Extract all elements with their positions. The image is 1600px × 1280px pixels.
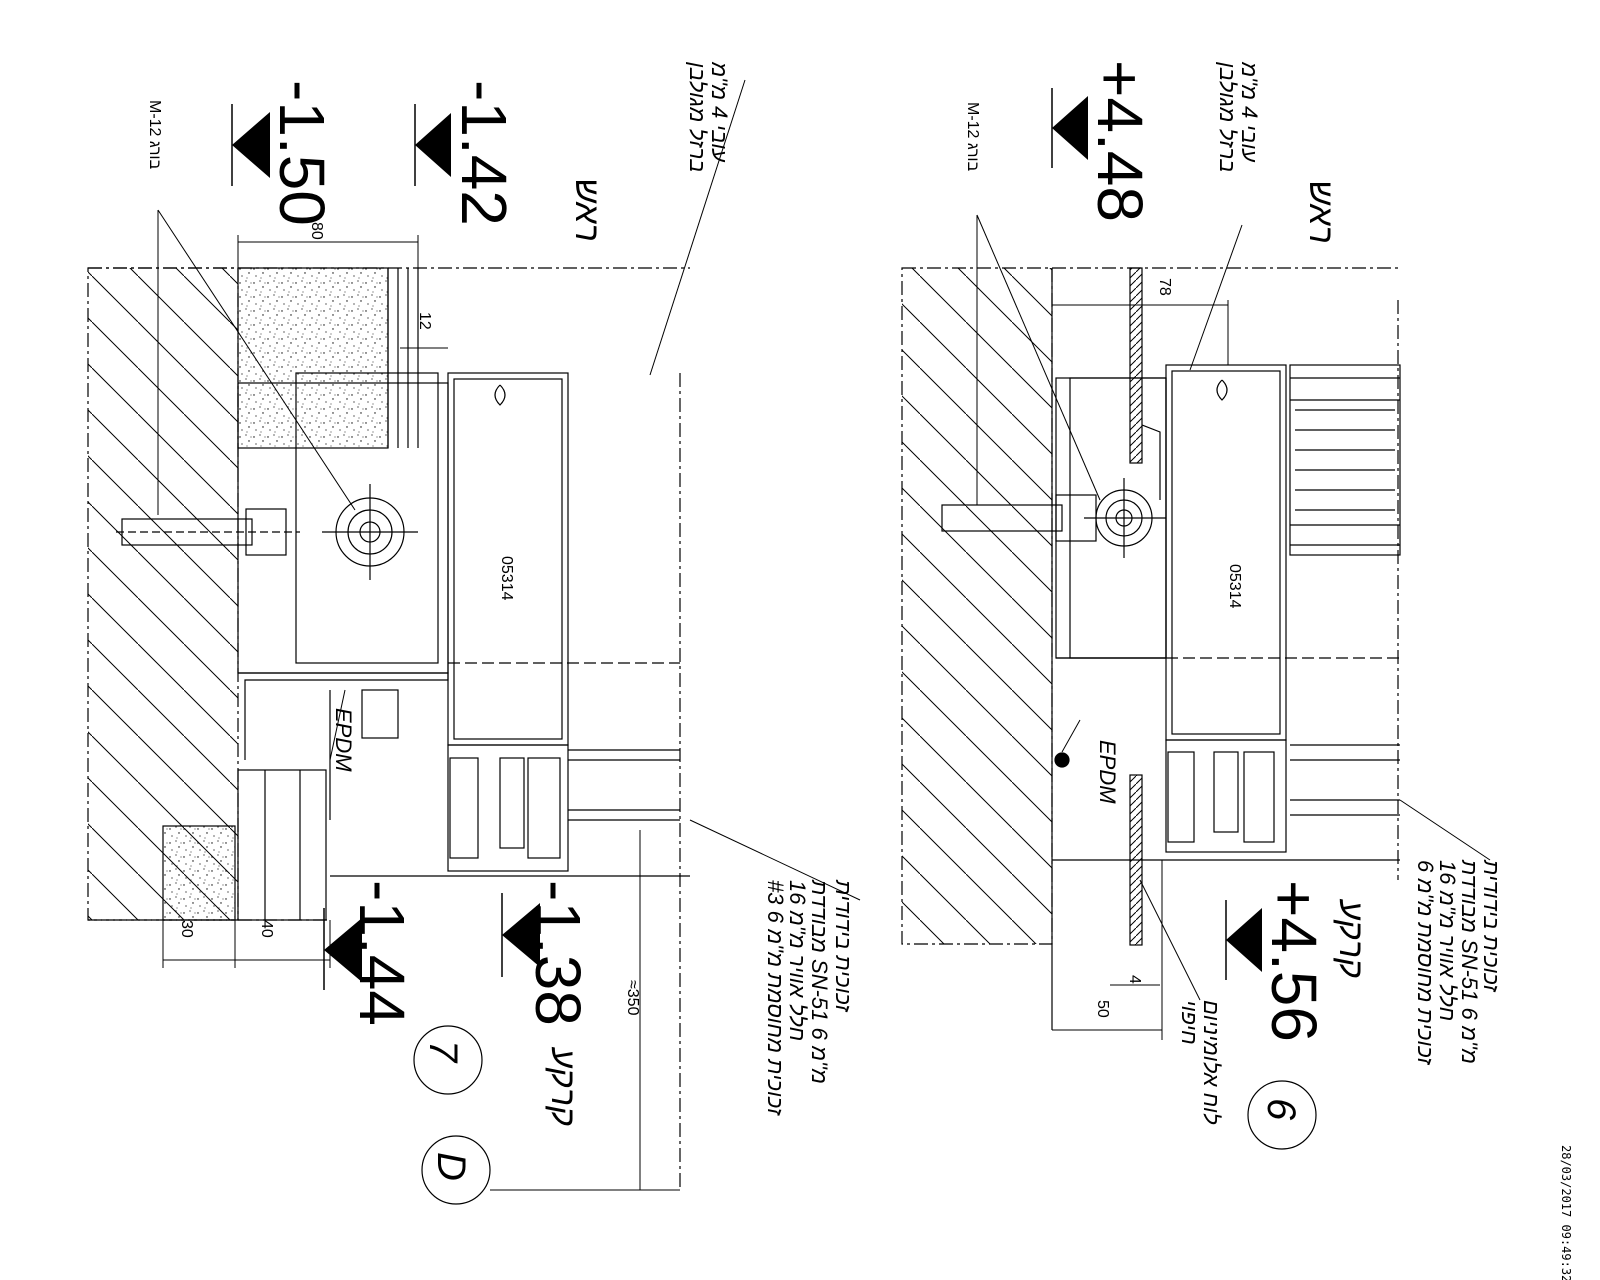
detail-7-bubble xyxy=(413,1025,483,1095)
insulation-top xyxy=(237,267,419,449)
sill-label-right: קרקע xyxy=(1332,898,1370,978)
level-markers-detail-7 xyxy=(232,112,540,982)
insulation-bottom xyxy=(162,825,236,921)
anchor-label-left: M-12 בורג xyxy=(146,100,163,170)
anchor-bolt-2 xyxy=(941,478,1166,558)
level-minus-1-42: -1.42 xyxy=(448,80,520,226)
dim-350: ≈350 xyxy=(624,980,641,1016)
glass-note-3-left: חלל אוויר מ"מ 16 xyxy=(785,880,810,1041)
panel-note-2-right: חיפוי xyxy=(1177,1000,1202,1045)
sill-block xyxy=(237,769,327,921)
glass-note-1-left: זכוכית בידודית xyxy=(831,879,856,1012)
detail-6-number: 6 xyxy=(1259,1098,1303,1121)
top-label-1-left: ברזל מגולבן xyxy=(685,61,710,172)
profile-code-left: 05314 xyxy=(498,556,515,601)
leaders-detail-6 xyxy=(976,214,1491,1001)
detail-6 xyxy=(901,88,1491,1150)
epdm-bead xyxy=(1054,752,1070,768)
dim-78: 78 xyxy=(1156,278,1173,296)
glass-note-2-left: מבודדת SN-51 מ"מ 6 xyxy=(807,879,832,1084)
panel-note-1-right: לוח אלומיניום xyxy=(1199,1000,1224,1125)
top-label-1-right: ברזל מגולבן xyxy=(1215,61,1240,172)
dimensions-detail-7 xyxy=(162,235,680,1191)
dimensions-detail-6 xyxy=(1052,300,1229,1040)
dim-50: 50 xyxy=(1094,1000,1111,1018)
aluminium-cladding xyxy=(1129,267,1161,946)
level-minus-1-38: -1.38 xyxy=(522,880,594,1026)
mullion-profile-2 xyxy=(1165,364,1400,853)
top-label-2-right: עובי 4 מ"מ xyxy=(1237,61,1262,163)
level-plus-4-56: +4.56 xyxy=(1258,880,1330,1042)
glass-note-4-left: זכוכית מחוסמת מ"מ 6 #3 xyxy=(763,880,788,1116)
concrete-wall xyxy=(87,267,239,921)
insulated-panel xyxy=(1289,364,1401,816)
glass-note-2-right: מבודדת SN-51 מ"מ 6 xyxy=(1457,859,1482,1064)
detail-d-bubble xyxy=(421,1135,491,1205)
detail-6-bubble xyxy=(1247,1080,1317,1150)
sill-label-left: קרקע xyxy=(544,1046,582,1126)
dim-40: 40 xyxy=(258,920,275,938)
print-timestamp: 28/03/2017 09:49:32 xyxy=(1559,1145,1573,1280)
head-label-left: ראש xyxy=(568,178,606,242)
epdm-label-right: EPDM xyxy=(1095,740,1120,804)
glass-note-4-right: זכוכית מחוסמת מ"מ 6 xyxy=(1413,860,1438,1065)
top-label-2-left: עובי 4 מ"מ xyxy=(707,61,732,163)
mullion-profile xyxy=(447,372,680,872)
head-label-right: ראש xyxy=(1302,180,1340,244)
epdm-label-left: EPDM xyxy=(331,708,356,772)
anchor-label-right: M-12 בורג xyxy=(964,102,981,172)
leaders-detail-7 xyxy=(157,79,861,901)
glass-note-3-right: חלל אוויר מ"מ 16 xyxy=(1435,860,1460,1021)
epdm-block xyxy=(361,689,399,739)
dim-12: 12 xyxy=(416,312,433,330)
detail-d-letter: D xyxy=(429,1152,473,1181)
profile-code-right: 05314 xyxy=(1226,564,1243,609)
anchor-bolt xyxy=(116,484,418,580)
dim-4: 4 xyxy=(1126,975,1143,984)
dim-30: 30 xyxy=(178,920,195,938)
glass-note-1-right: זכוכית בידודית xyxy=(1479,859,1504,992)
detail-7 xyxy=(87,79,861,1205)
level-minus-1-44: -1.44 xyxy=(346,880,418,1026)
detail-7-number: 7 xyxy=(421,1040,465,1064)
level-plus-4-48: +4.48 xyxy=(1084,60,1156,222)
dim-80: 80 xyxy=(308,222,325,240)
level-markers-detail-6 xyxy=(1052,96,1262,972)
level-minus-1-50: -1.50 xyxy=(266,80,338,226)
